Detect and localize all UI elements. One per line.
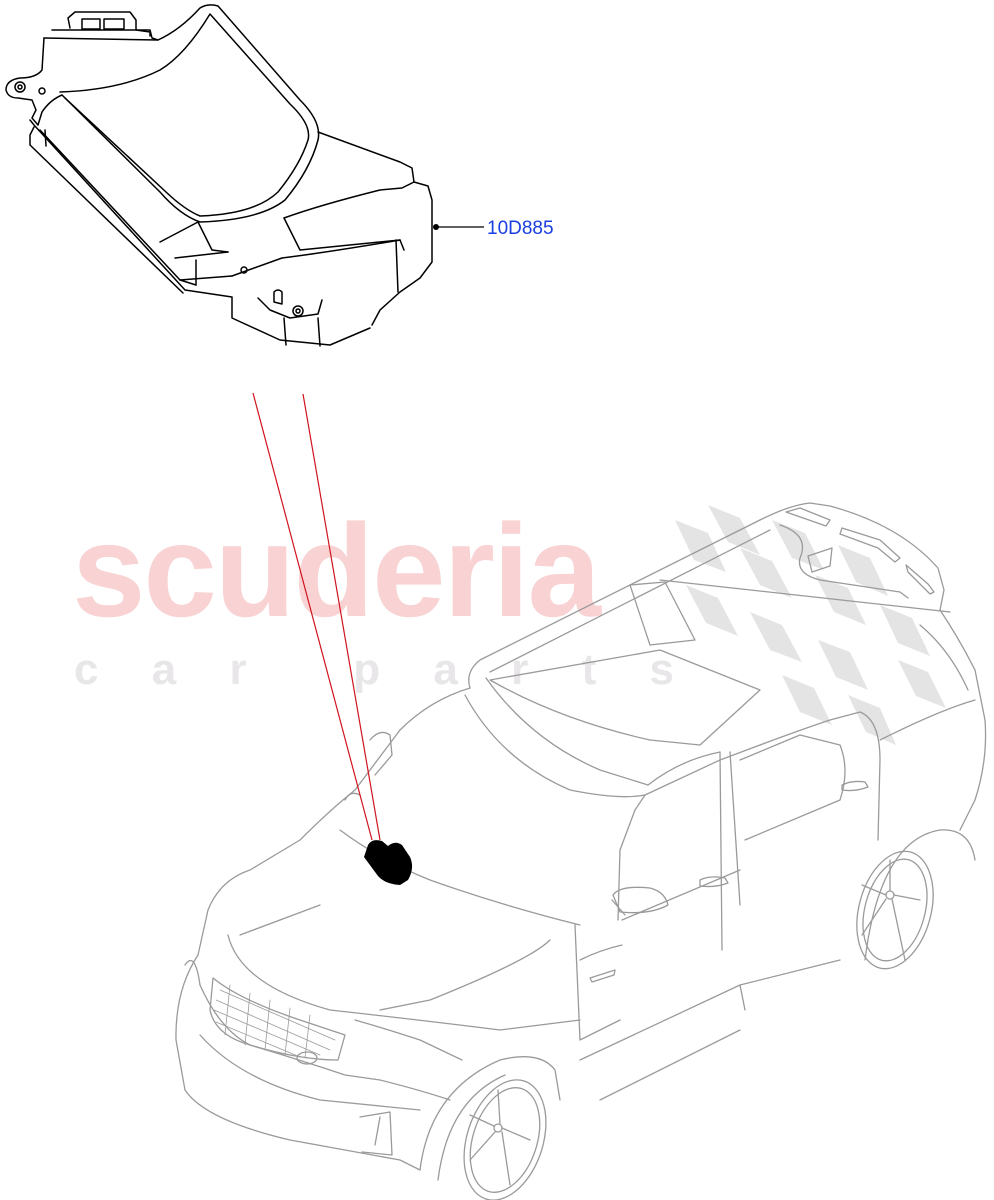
watermark-letter: t xyxy=(581,645,597,694)
watermark-letter: c xyxy=(74,645,99,694)
watermark-letter: s xyxy=(649,645,674,694)
watermark-brand: scuderia xyxy=(72,497,601,644)
watermark-letter: a xyxy=(433,645,458,694)
watermark-letter: a xyxy=(151,645,177,694)
part-number-callout-10D885[interactable]: 10D885 xyxy=(487,218,554,239)
watermark-letter: p xyxy=(353,645,381,694)
watermark-letter: r xyxy=(229,645,247,694)
